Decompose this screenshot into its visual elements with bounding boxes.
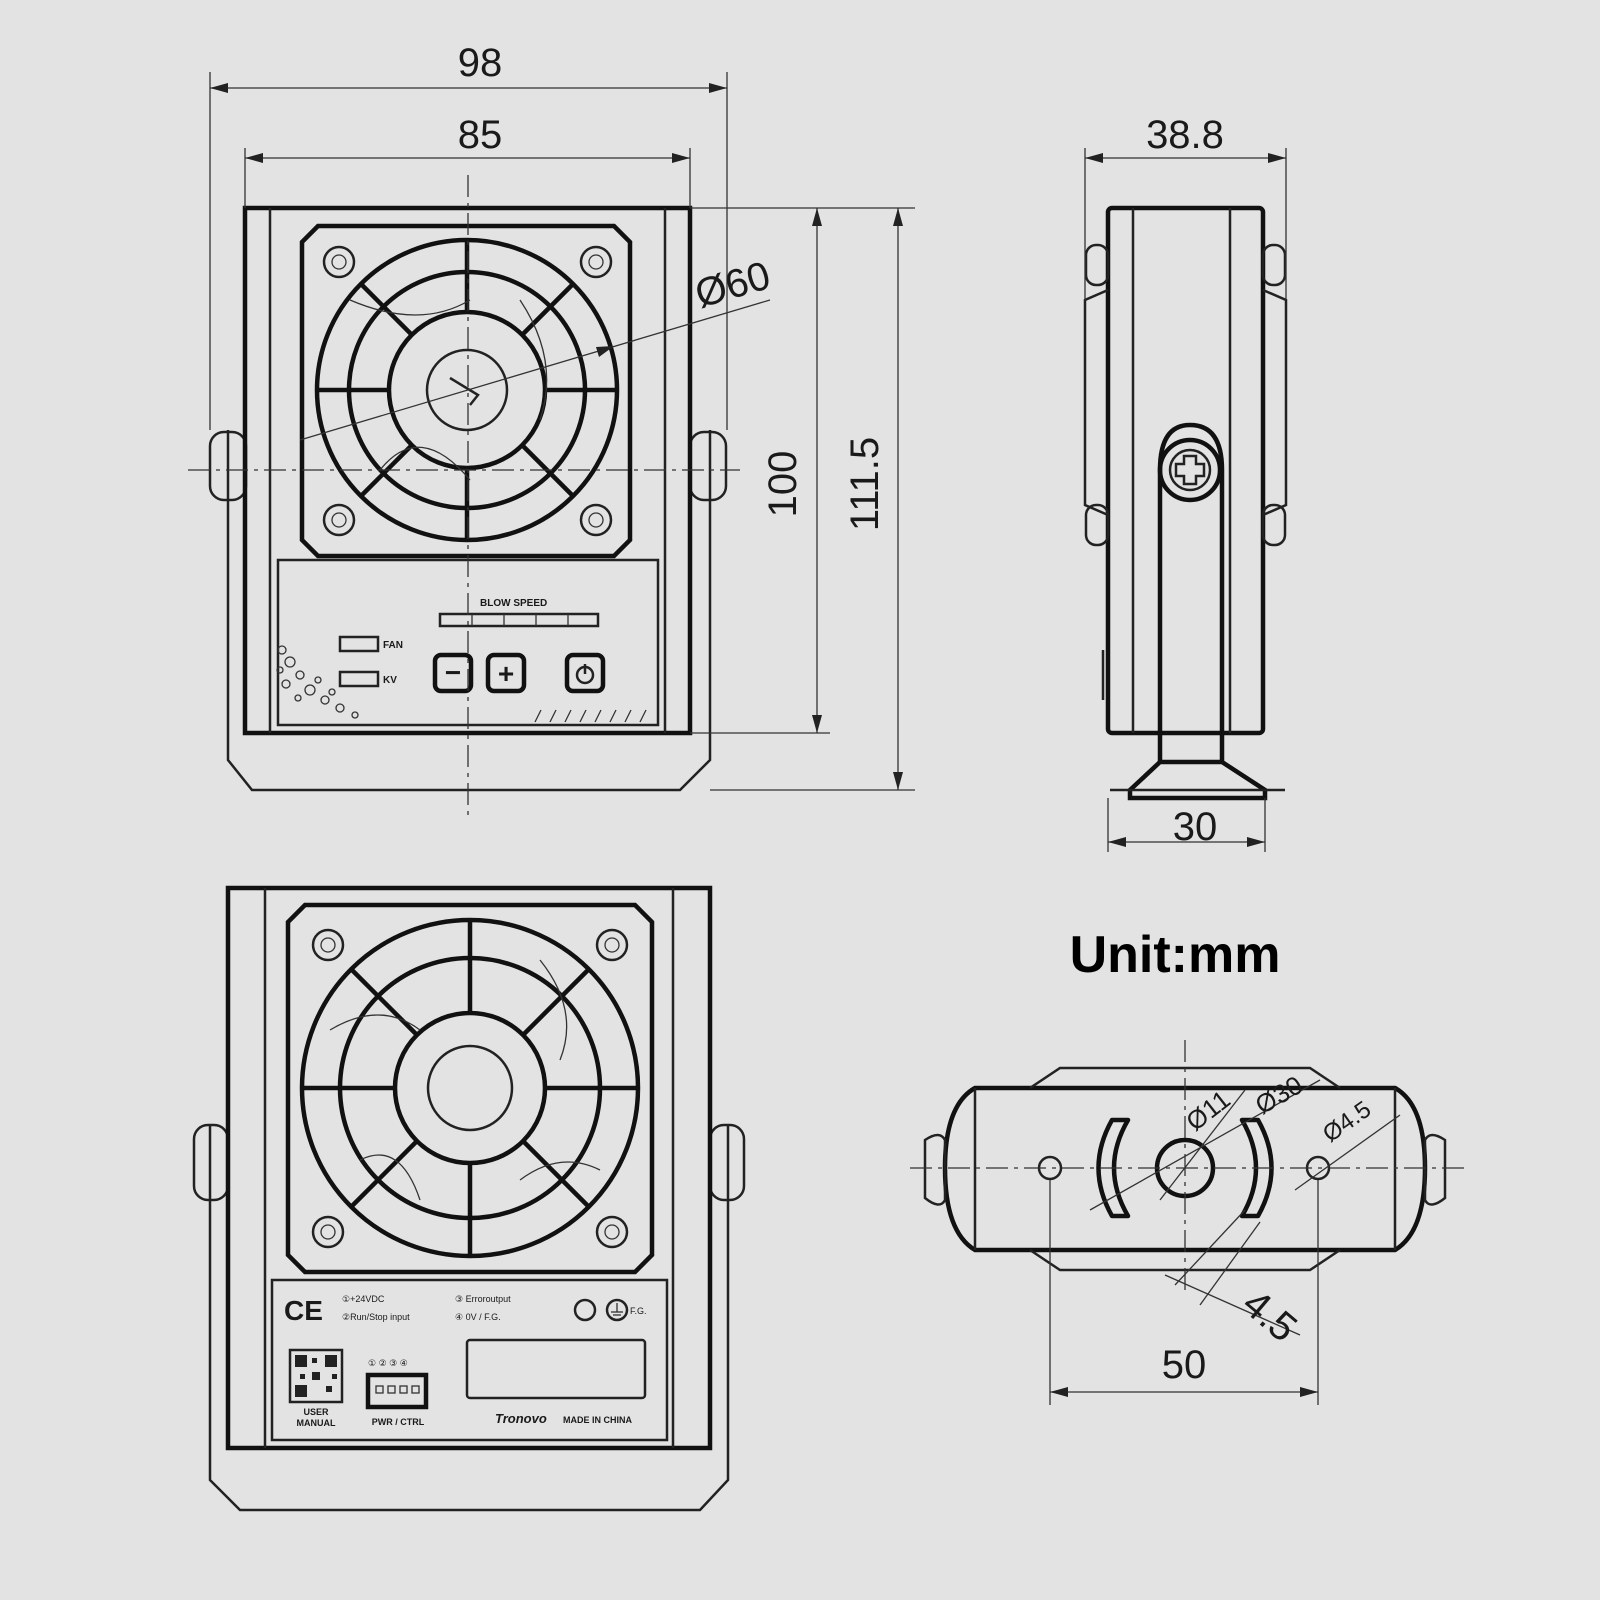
fan-indicator — [338, 635, 380, 653]
dim-slot-circle: Ø30 — [1250, 1070, 1308, 1121]
screw-icon — [595, 1215, 629, 1249]
svg-text:+: + — [498, 658, 514, 689]
screw-icon — [322, 503, 356, 537]
pin-numbers: ① ② ③ ④ — [368, 1358, 408, 1368]
side-view: 38.8 30 — [1083, 113, 1288, 852]
speed-indicator — [438, 612, 600, 628]
svg-text:−: − — [445, 657, 461, 688]
dim-body-width: 85 — [458, 113, 503, 157]
dim-base-depth: 30 — [1173, 805, 1218, 849]
fan-icon — [299, 917, 641, 1259]
power-button[interactable] — [564, 652, 606, 694]
user-manual-label-2: MANUAL — [297, 1418, 336, 1428]
power-icon — [575, 664, 595, 685]
dim-fan-diameter: Ø60 — [690, 254, 775, 317]
dim-body-height: 100 — [761, 451, 805, 518]
dim-overall-width: 98 — [458, 41, 503, 85]
vent-slots — [534, 709, 647, 723]
dim-base-hole-spacing: 50 — [1162, 1343, 1207, 1387]
screw-icon — [595, 928, 629, 962]
screw-icon — [311, 928, 345, 962]
minus-button[interactable]: − — [432, 652, 474, 694]
fan-label: FAN — [383, 640, 403, 651]
screw-icon — [322, 245, 356, 279]
fg-label: F.G. — [630, 1306, 647, 1316]
decorative-dots — [276, 645, 359, 719]
screw-icon — [1157, 437, 1223, 503]
unit-label: Unit:mm — [1070, 926, 1281, 984]
dim-side-depth: 38.8 — [1146, 113, 1224, 157]
pin4-label: ④ 0V / F.G. — [455, 1312, 501, 1322]
brand-label: Tronovo — [495, 1411, 547, 1426]
pin3-label: ③ Erroroutput — [455, 1294, 511, 1304]
screw-icon — [311, 1215, 345, 1249]
kv-label: KV — [383, 675, 397, 686]
dim-overall-height: 111.5 — [843, 437, 887, 531]
blank-label-area — [465, 1338, 647, 1400]
svg-text:CE: CE — [284, 1295, 323, 1326]
screw-icon — [579, 245, 613, 279]
front-view: BLOW SPEED FAN KV − + — [188, 41, 915, 815]
ground-icon — [573, 1298, 629, 1322]
dim-mount-hole: Ø4.5 — [1318, 1096, 1376, 1148]
made-in-label: MADE IN CHINA — [563, 1415, 632, 1425]
pwr-ctrl-connector[interactable] — [365, 1372, 429, 1410]
dim-slot-width: 4.5 — [1234, 1281, 1305, 1350]
qr-code-icon — [288, 1348, 344, 1404]
rear-view: CE ①+24VDC ②Run/Stop input ③ Erroroutput… — [192, 885, 746, 1512]
blow-speed-label: BLOW SPEED — [480, 598, 547, 609]
bottom-view: Ø11 Ø30 Ø4.5 4.5 50 — [910, 1040, 1470, 1405]
screw-icon — [579, 503, 613, 537]
user-manual-label-1: USER — [303, 1407, 329, 1417]
dim-center-hole: Ø11 — [1180, 1084, 1236, 1137]
pin2-label: ②Run/Stop input — [342, 1312, 410, 1322]
connector-label: PWR / CTRL — [372, 1417, 425, 1427]
pin1-label: ①+24VDC — [342, 1294, 385, 1304]
ce-mark-icon: CE — [284, 1295, 323, 1326]
plus-button[interactable]: + — [485, 652, 527, 694]
kv-indicator — [338, 670, 380, 688]
